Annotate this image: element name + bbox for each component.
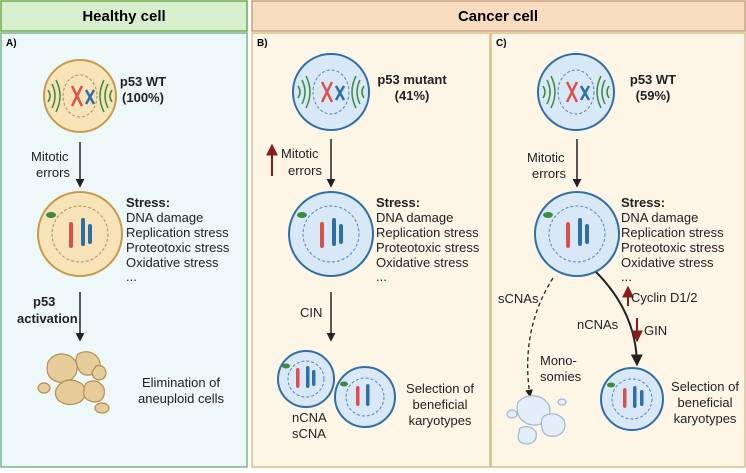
panel-c-stress-1: DNA damage bbox=[621, 210, 698, 225]
stressed-cell-c bbox=[534, 191, 620, 277]
healthy-header-title: Healthy cell bbox=[82, 8, 165, 25]
panel-c-letter: C) bbox=[496, 38, 507, 49]
panel-c-cyclin-label: Cyclin D1/2 bbox=[631, 290, 697, 305]
panel-c-trigger-line2: errors bbox=[532, 166, 566, 181]
panel-c-stress-3: Proteotoxic stress bbox=[621, 240, 725, 255]
panel-a-stress-1: DNA damage bbox=[126, 210, 203, 225]
panel-a-outcome-line1: Elimination of bbox=[142, 375, 220, 390]
panel-a-trigger-line1: Mitotic bbox=[31, 149, 69, 164]
panel-c-outcome-line2: beneficial bbox=[678, 395, 733, 410]
panel-b-stress-1: DNA damage bbox=[376, 210, 453, 225]
panel-c-gin-label: GIN bbox=[644, 323, 667, 338]
panel-b-stress-3: Proteotoxic stress bbox=[376, 240, 480, 255]
daughter-cell-b-2 bbox=[334, 366, 396, 428]
panel-a-trigger-line2: errors bbox=[36, 165, 70, 180]
panel-c-stress-5: ... bbox=[621, 269, 632, 284]
selected-cell-c bbox=[600, 367, 664, 431]
healthy-header-box bbox=[0, 0, 248, 32]
panel-a-percent: (100%) bbox=[122, 90, 164, 105]
panel-a-stress-5: ... bbox=[126, 269, 137, 284]
panel-b-stress-2: Replication stress bbox=[376, 225, 479, 240]
panel-b-trigger-line2: errors bbox=[288, 163, 322, 178]
panel-b-outcome-line2: beneficial bbox=[413, 397, 468, 412]
panel-a-stress-2: Replication stress bbox=[126, 225, 229, 240]
panel-a-letter: A) bbox=[6, 38, 17, 49]
panel-c-percent: (59%) bbox=[636, 88, 671, 103]
cancer-header-box bbox=[251, 0, 746, 32]
panel-a-activation-line2: activation bbox=[17, 311, 78, 326]
panel-a-stress-title: Stress: bbox=[126, 195, 170, 210]
panel-b-percent: (41%) bbox=[395, 88, 430, 103]
panel-a-outcome-line2: aneuploid cells bbox=[138, 391, 225, 406]
panel-a-stress-3: Proteotoxic stress bbox=[126, 240, 230, 255]
mitotic-cell-b bbox=[292, 53, 370, 131]
panel-a-stress-4: Oxidative stress bbox=[126, 255, 219, 270]
daughter-cell-b-1 bbox=[277, 350, 335, 408]
cancer-header-title: Cancer cell bbox=[458, 8, 538, 25]
panel-c-stress-2: Replication stress bbox=[621, 225, 724, 240]
panel-c-solid-arrow bbox=[595, 271, 643, 367]
panel-b-outcome-line3: karyotypes bbox=[409, 413, 472, 428]
mitotic-cell-a bbox=[43, 59, 117, 133]
mitotic-cell-c bbox=[537, 53, 615, 131]
stressed-cell-b bbox=[288, 191, 374, 277]
stressed-cell-a bbox=[37, 191, 123, 277]
panel-b-trigger-line1: Mitotic bbox=[281, 146, 319, 161]
panel-c-scnas-label: sCNAs bbox=[498, 291, 539, 306]
panel-c-trigger-line1: Mitotic bbox=[527, 150, 565, 165]
panel-a-activation-line1: p53 bbox=[33, 294, 55, 309]
panel-a-status: p53 WT bbox=[120, 74, 166, 89]
panel-b-stress-5: ... bbox=[376, 269, 387, 284]
panel-c-ncnas-label: nCNAs bbox=[577, 317, 619, 332]
panel-b-cin-label: CIN bbox=[300, 305, 322, 320]
panel-b-cna-1: nCNA bbox=[292, 410, 327, 425]
panel-b-cna-2: sCNA bbox=[292, 426, 326, 441]
panel-c-stress-4: Oxidative stress bbox=[621, 255, 714, 270]
panel-b-outcome-line1: Selection of bbox=[406, 381, 474, 396]
panel-b-stress-title: Stress: bbox=[376, 195, 420, 210]
monosomy-cells bbox=[506, 395, 567, 445]
panel-c-monosomies-line1: Mono- bbox=[540, 353, 577, 368]
panel-c-stress-title: Stress: bbox=[621, 195, 665, 210]
panel-b-status: p53 mutant bbox=[377, 72, 447, 87]
panel-c-outcome-line3: karyotypes bbox=[674, 411, 737, 426]
panel-b-letter: B) bbox=[257, 38, 268, 49]
panel-c-status: p53 WT bbox=[630, 72, 676, 87]
apoptotic-cell bbox=[37, 351, 110, 414]
panel-c-dashed-arrow bbox=[525, 277, 554, 398]
panel-c-outcome-line1: Selection of bbox=[671, 379, 739, 394]
panel-b-stress-4: Oxidative stress bbox=[376, 255, 469, 270]
panel-c-monosomies-line2: somies bbox=[540, 369, 582, 384]
